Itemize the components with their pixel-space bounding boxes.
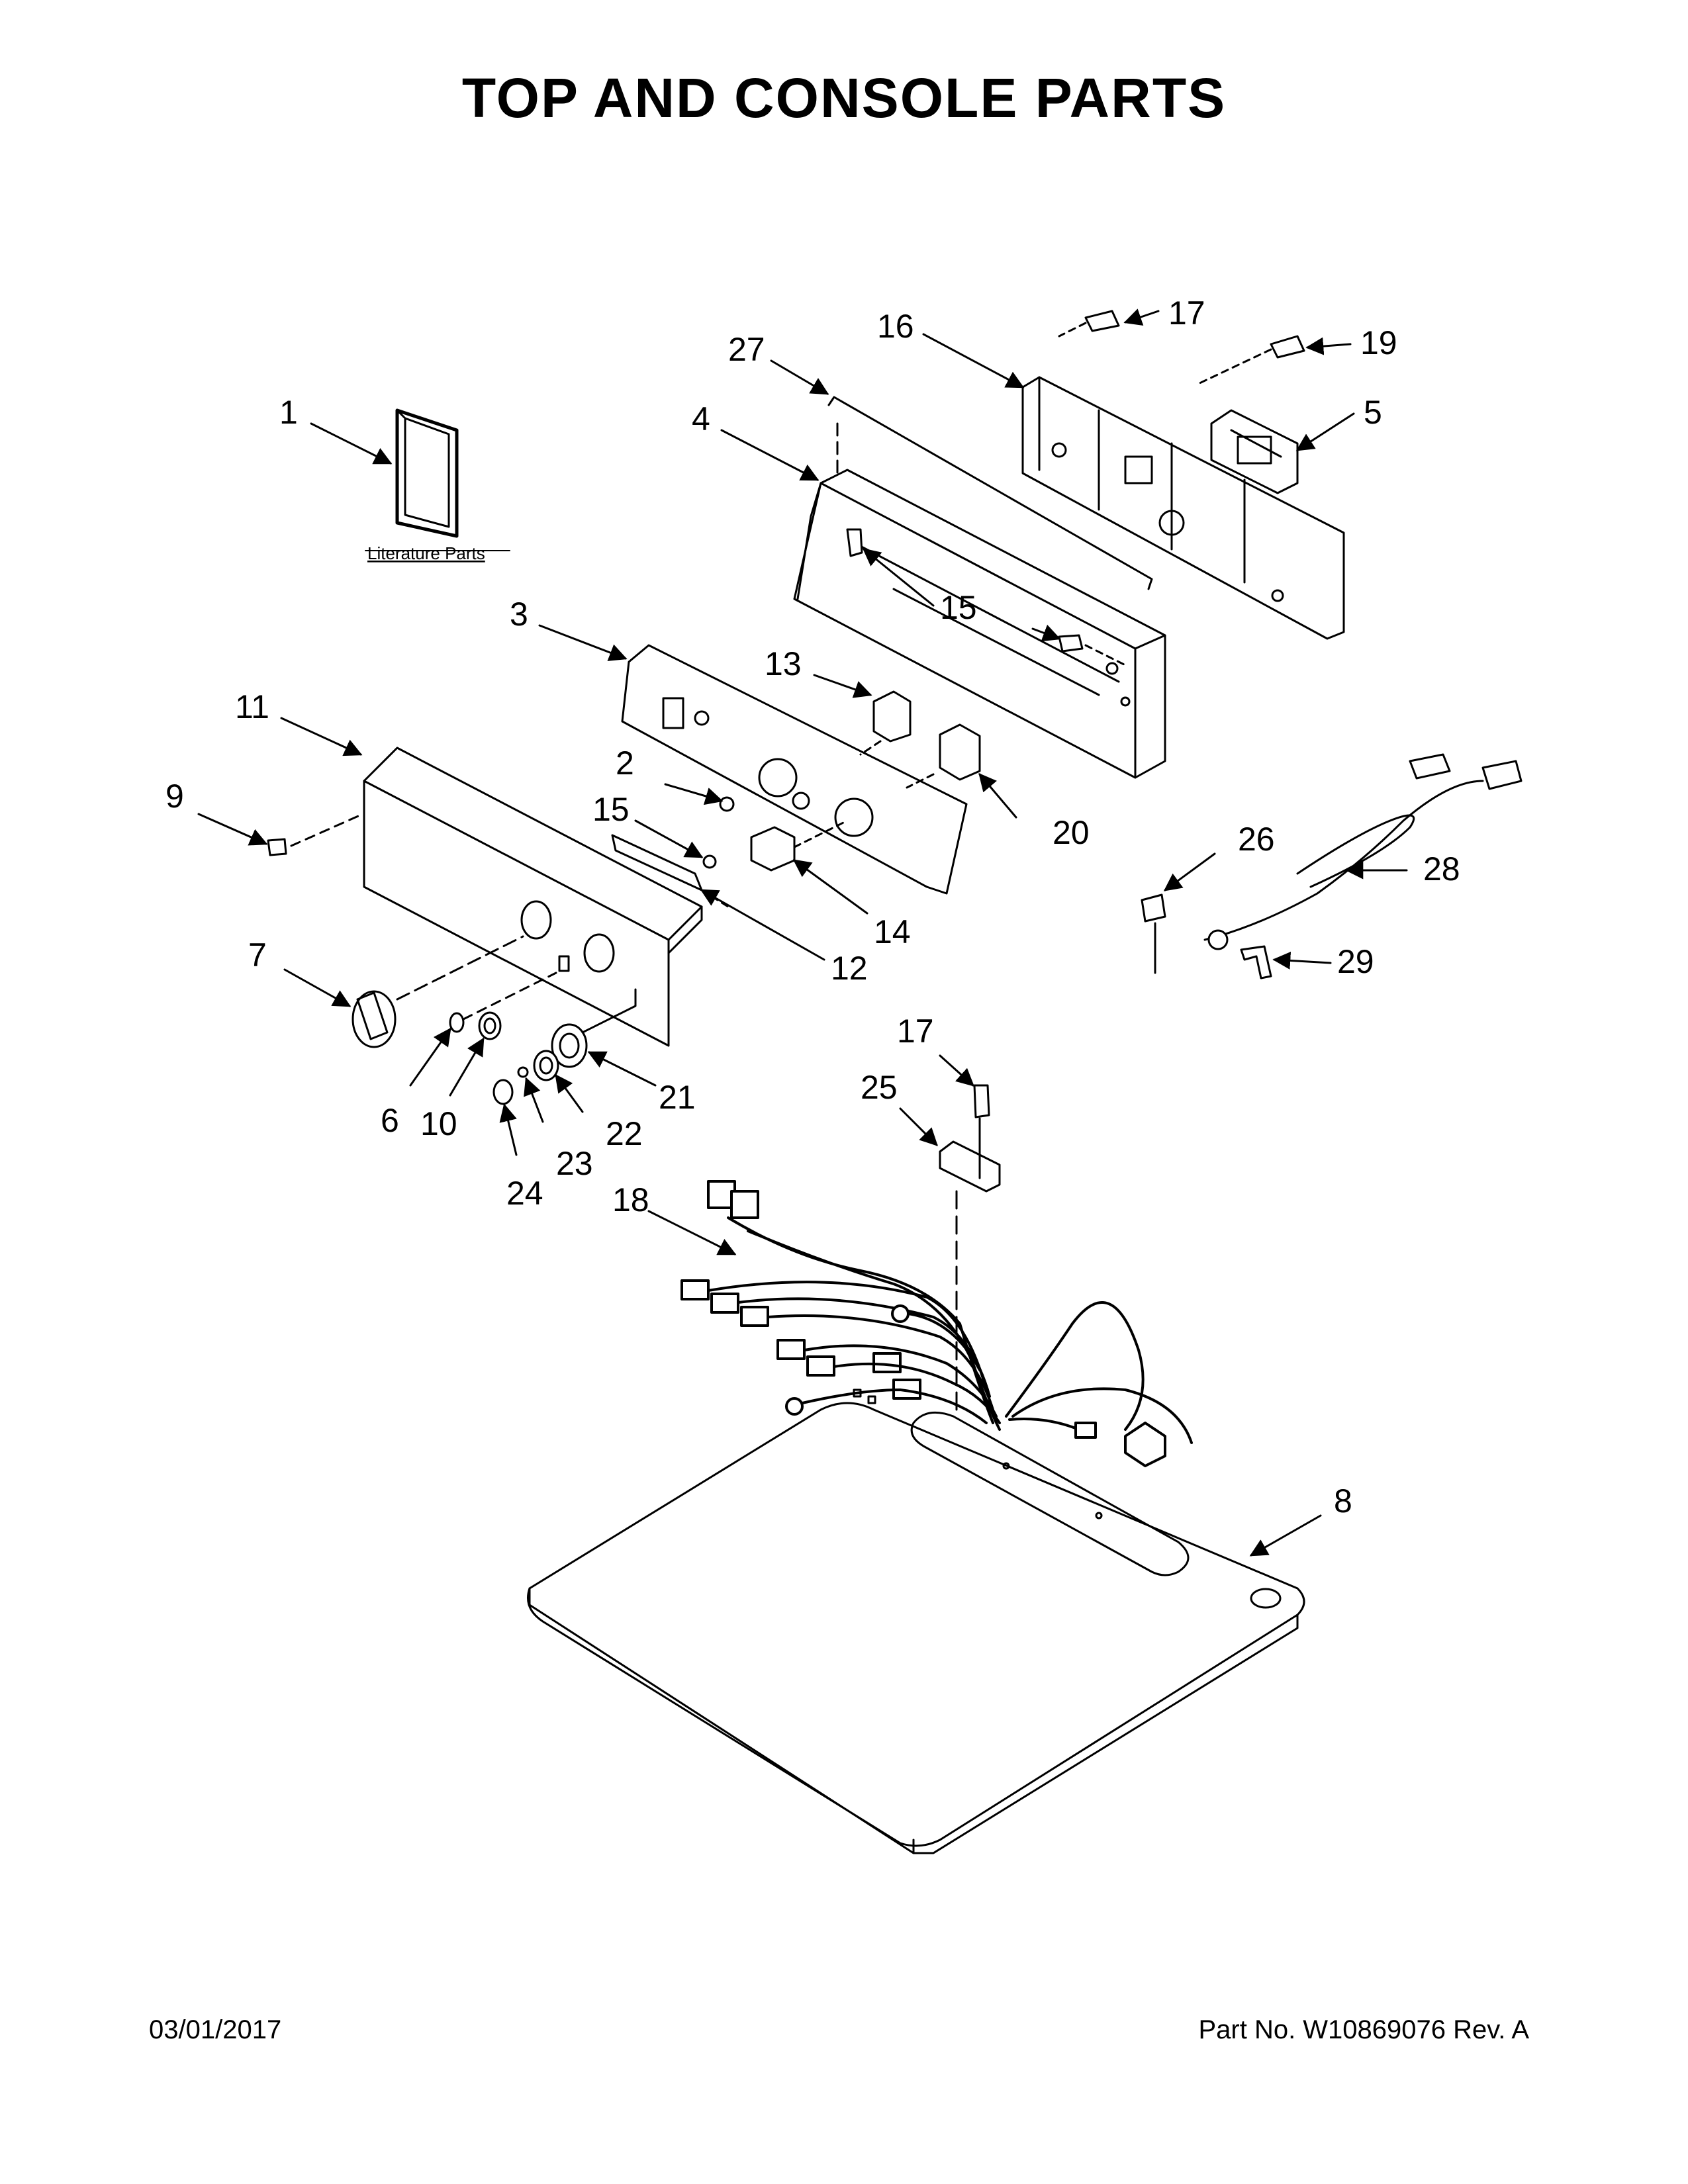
callout-4: 4 <box>692 400 710 437</box>
callout-17-lower: 17 <box>897 1013 934 1050</box>
callout-arrows <box>197 308 1408 1557</box>
knob-bezel-21 <box>551 988 637 1068</box>
control-module <box>1210 409 1299 494</box>
callout-29: 29 <box>1337 943 1374 980</box>
page-title: TOP AND CONSOLE PARTS <box>461 67 1227 129</box>
control-panel-plate <box>621 644 968 895</box>
callout-18: 18 <box>612 1181 649 1218</box>
callout-13: 13 <box>765 645 802 682</box>
callout-21: 21 <box>659 1079 696 1116</box>
bezel-10 <box>478 1011 502 1040</box>
switch-20 <box>906 723 981 789</box>
callout-25: 25 <box>861 1069 898 1106</box>
switch-13 <box>859 690 912 756</box>
strain-relief-26 <box>1141 893 1166 974</box>
knob <box>352 935 524 1048</box>
callout-12: 12 <box>831 950 868 987</box>
clip-29 <box>1240 945 1272 979</box>
callout-3: 3 <box>510 596 528 633</box>
cap-24 <box>492 1079 514 1105</box>
callout-23: 23 <box>556 1145 593 1182</box>
callout-8: 8 <box>1334 1482 1352 1520</box>
callout-15-housing: 15 <box>940 589 977 626</box>
console-front-panel <box>363 747 703 1047</box>
callout-16: 16 <box>877 308 914 345</box>
screw-15-front <box>702 854 717 869</box>
spring-23 <box>517 1066 529 1078</box>
literature-booklet <box>395 408 459 538</box>
screw-2 <box>719 796 735 812</box>
terminal-block <box>939 1117 1001 1418</box>
callout-15-front: 15 <box>592 791 630 828</box>
callout-28: 28 <box>1423 850 1460 887</box>
screw-19 <box>1197 335 1305 385</box>
screw-17-lower <box>973 1084 990 1118</box>
callout-1: 1 <box>279 394 298 431</box>
callout-24: 24 <box>506 1175 543 1212</box>
dryer-top-panel <box>527 1388 1305 1854</box>
screw-15-side <box>1058 634 1127 666</box>
knob-22 <box>533 1050 559 1081</box>
callout-5: 5 <box>1364 394 1382 431</box>
callout-17-top: 17 <box>1168 295 1205 332</box>
callout-20: 20 <box>1053 814 1090 851</box>
screw-9 <box>267 813 364 856</box>
push-button-6 <box>449 972 557 1033</box>
callout-11: 11 <box>235 688 269 725</box>
screw-15-housing <box>846 528 863 557</box>
callout-27: 27 <box>728 331 765 368</box>
footer-part-number: Part No. W10869076 Rev. A <box>1198 2015 1529 2044</box>
callout-14: 14 <box>874 913 911 950</box>
screw-17-top <box>1058 310 1120 338</box>
rear-bracket <box>1021 376 1345 640</box>
callout-22: 22 <box>606 1115 643 1152</box>
callout-7: 7 <box>248 936 267 974</box>
callout-10: 10 <box>420 1105 457 1142</box>
callout-numbers: 1 27 4 16 17 19 5 15 3 13 11 2 20 15 14 … <box>165 295 1460 1520</box>
callout-9: 9 <box>165 778 184 815</box>
footer-date: 03/01/2017 <box>149 2015 282 2044</box>
callout-2: 2 <box>616 745 634 782</box>
literature-parts-label: Literature Parts <box>367 543 485 563</box>
callout-26: 26 <box>1238 821 1275 858</box>
console-housing <box>793 469 1166 779</box>
callout-6: 6 <box>381 1102 399 1139</box>
callout-19: 19 <box>1360 324 1397 361</box>
wire-harness <box>680 1180 1193 1467</box>
